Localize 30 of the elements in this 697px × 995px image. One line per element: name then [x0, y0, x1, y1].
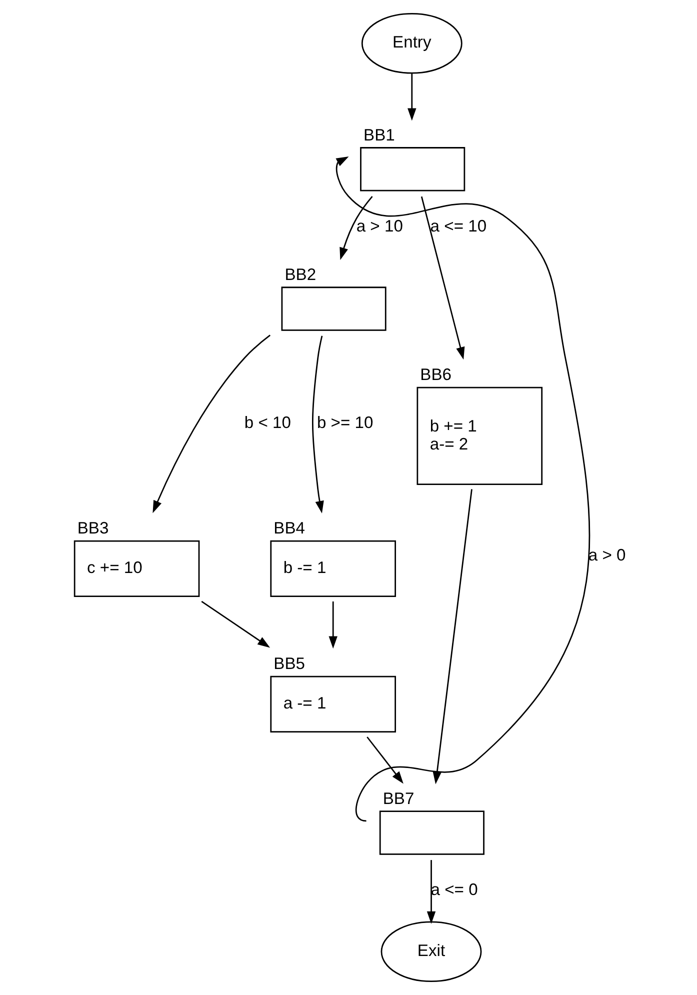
node-box: a -= 1 [270, 676, 396, 733]
arrow [328, 601, 337, 649]
node-box [378, 810, 484, 855]
node-label: BB1 [363, 125, 394, 144]
arrow [152, 334, 270, 514]
edge-label: a > 10 [356, 216, 402, 236]
node-box [360, 147, 465, 192]
node-label: BB4 [273, 518, 304, 538]
node-ellipse: Exit [380, 921, 482, 982]
arrow [366, 736, 403, 784]
edge-label: b < 10 [244, 412, 290, 432]
arrow [339, 196, 372, 260]
arrow [407, 73, 416, 121]
arrow [335, 156, 590, 822]
arrow [420, 196, 464, 360]
node-label: BB2 [284, 264, 316, 284]
edge-label: b >= 10 [316, 412, 373, 432]
node-box: c += 10 [73, 540, 200, 598]
node-label: BB5 [273, 654, 304, 674]
node-ellipse: Entry [360, 12, 462, 74]
node-label: BB3 [76, 518, 108, 538]
node-box [280, 286, 386, 331]
node-label: BB7 [382, 788, 414, 808]
arrow [432, 489, 472, 784]
node-box: b -= 1 [270, 540, 396, 598]
arrow [200, 600, 270, 648]
arrow [312, 336, 324, 514]
node-label: BB6 [420, 365, 452, 384]
edge-label: a <= 10 [430, 216, 486, 236]
node-box: b += 1 a-= 2 [416, 386, 542, 486]
